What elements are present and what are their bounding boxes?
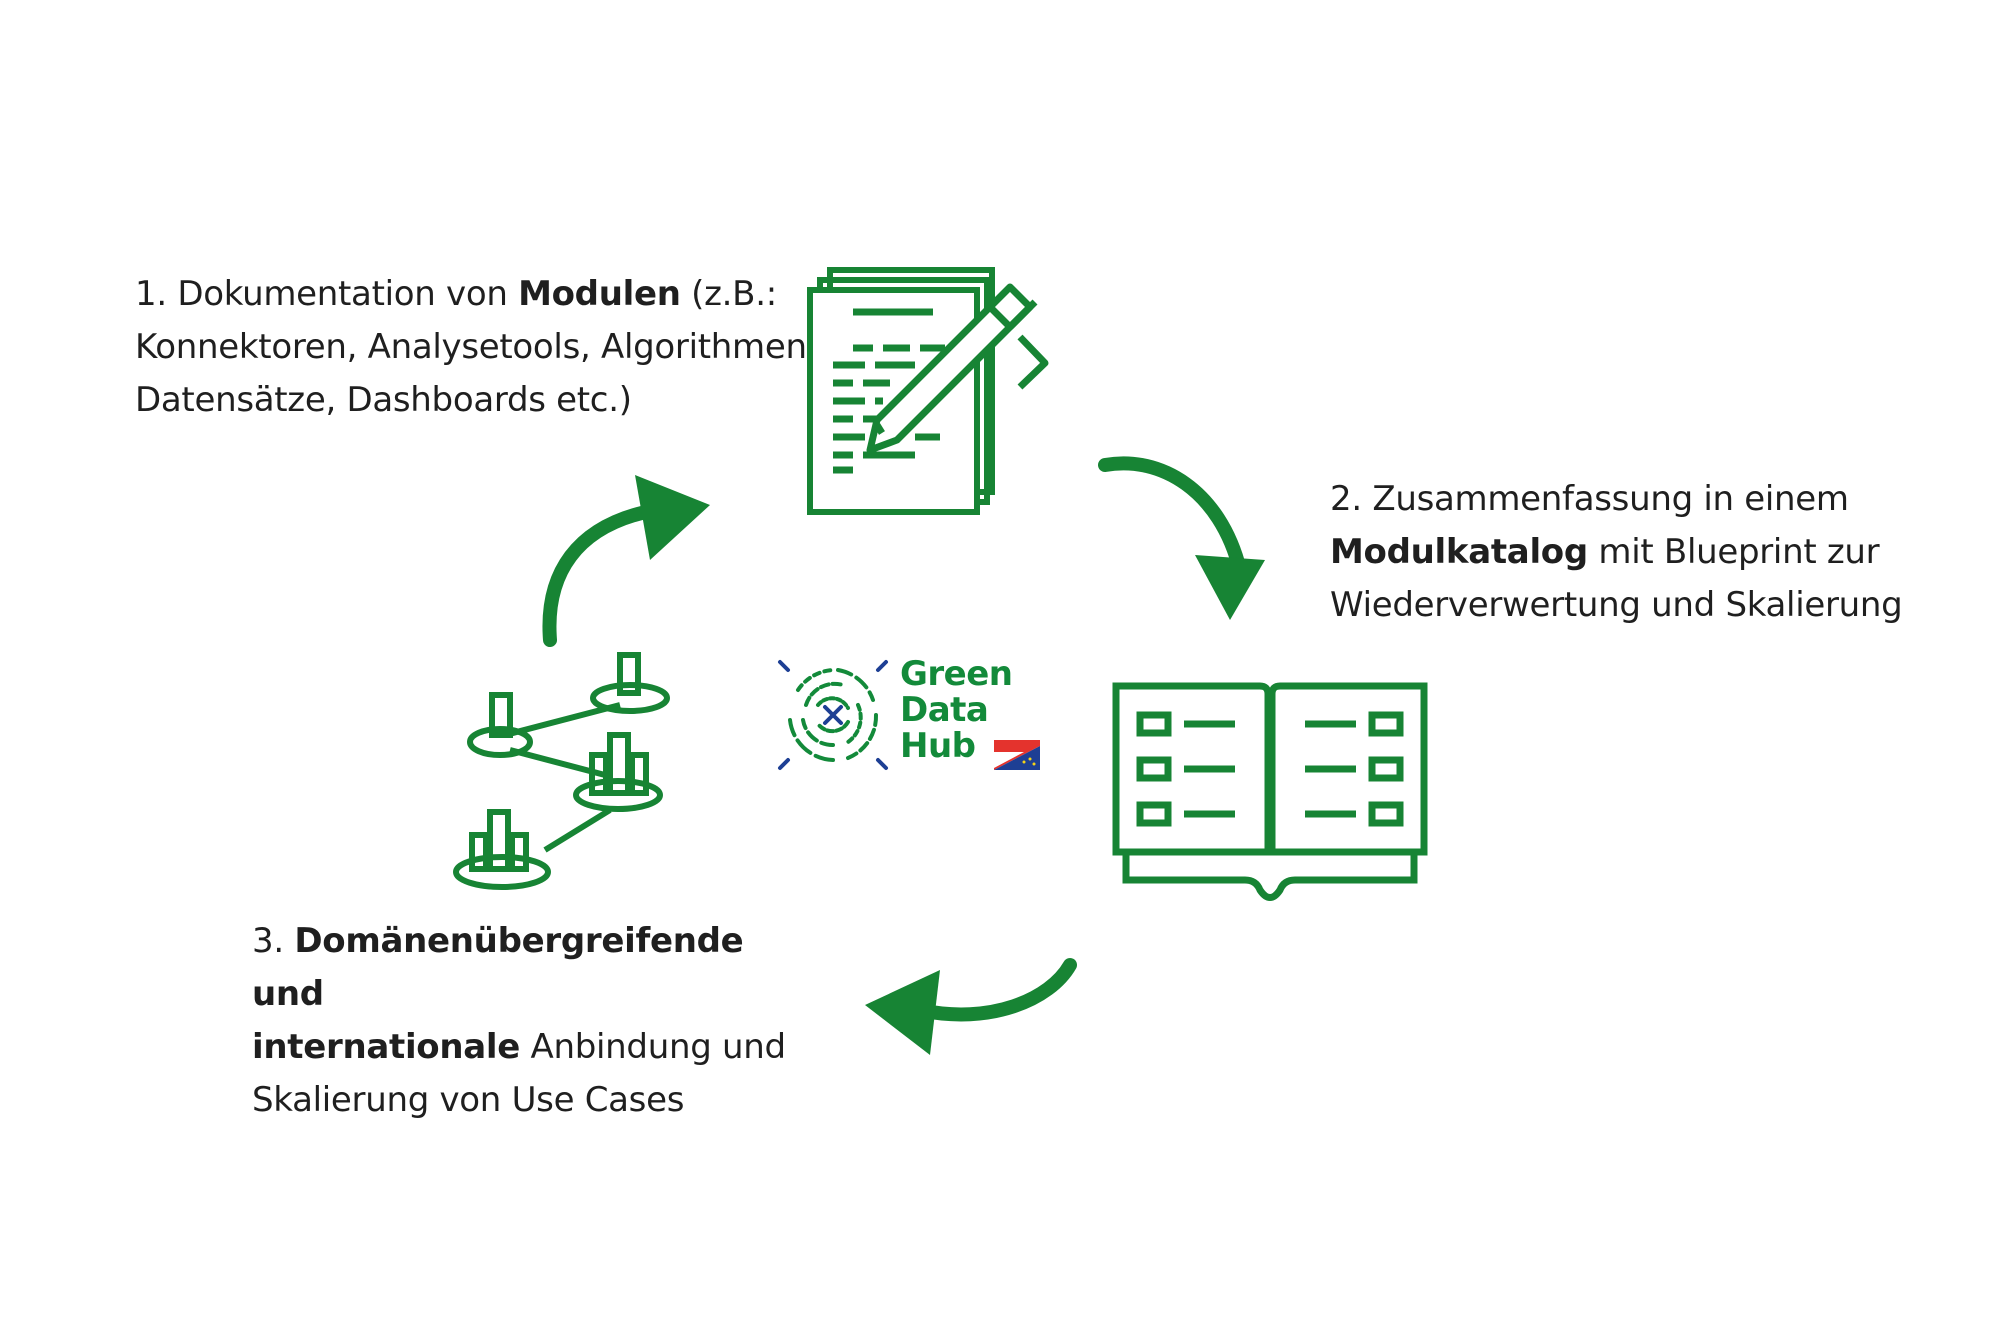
arrow-step1-to-step2-icon — [1098, 456, 1265, 620]
logo-wordmark: Green Data Hub — [900, 656, 1013, 764]
connected-charts-icon — [453, 652, 670, 890]
arrow-step2-to-step3-icon — [865, 958, 1077, 1055]
eu-austria-flag-icon — [994, 740, 1040, 770]
logo-line-1: Green — [900, 654, 1013, 694]
step-2-line-2: Modulkatalog mit Blueprint zur — [1330, 532, 1880, 572]
open-book-list-icon — [1112, 682, 1428, 901]
step-1-bold: Modulen — [518, 274, 681, 314]
step-3-line-1: 3. Domänenübergreifende und — [252, 921, 744, 1014]
step-2-text: 2. Zusammenfassung in einem Modulkatalog… — [1330, 473, 1950, 632]
step-3-text: 3. Domänenübergreifende und internationa… — [252, 915, 812, 1127]
logo-line-3: Hub — [900, 726, 976, 766]
step-2-line-3: Wiederverwertung und Skalierung — [1330, 585, 1903, 625]
step-1-line-2: Konnektoren, Analysetools, Algorithmen, — [135, 327, 818, 367]
document-pen-icon — [807, 267, 1049, 515]
step-2-line-1: 2. Zusammenfassung in einem — [1330, 479, 1849, 519]
step-3-line-2: internationale Anbindung und — [252, 1027, 786, 1067]
circular-data-logo-icon — [778, 660, 888, 770]
logo-line-2: Data — [900, 690, 989, 730]
step-3-line-3: Skalierung von Use Cases — [252, 1080, 685, 1120]
step-2-bold: Modulkatalog — [1330, 532, 1588, 572]
step-3-bold-1: Domänenübergreifende und — [252, 921, 744, 1014]
step-1-line-1: 1. Dokumentation von Modulen (z.B.: — [135, 274, 777, 314]
arrow-step3-to-step1-icon — [542, 475, 710, 647]
step-1-text: 1. Dokumentation von Modulen (z.B.: Konn… — [135, 268, 855, 427]
step-1-line-3: Datensätze, Dashboards etc.) — [135, 380, 632, 420]
step-3-bold-2: internationale — [252, 1027, 521, 1067]
